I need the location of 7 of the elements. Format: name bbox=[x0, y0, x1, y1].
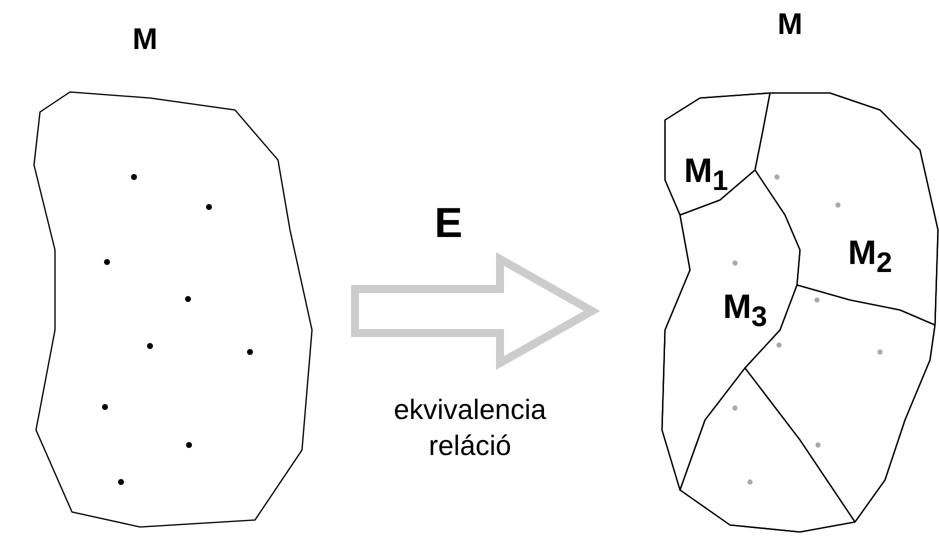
edge-label: E bbox=[434, 200, 463, 246]
region-label: M$_{2}$ bbox=[848, 234, 892, 281]
region-label: M$_{1}$ bbox=[684, 152, 728, 199]
region-label: M$_{3}$ bbox=[723, 288, 768, 335]
set-label: M bbox=[132, 23, 158, 57]
set-label: M bbox=[778, 8, 802, 42]
relation-caption: ekvivalencia reláció bbox=[392, 393, 548, 463]
